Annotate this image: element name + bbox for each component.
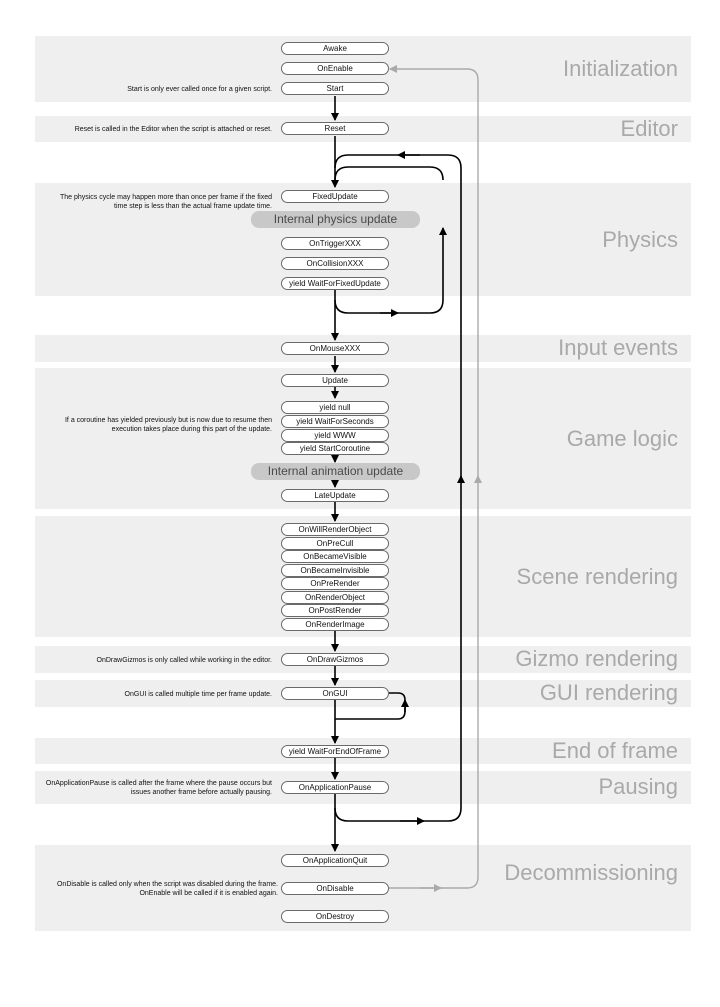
section-title-physics: Physics (602, 227, 678, 252)
section-title-game-logic: Game logic (566, 426, 678, 451)
step-on-pre-cull: OnPreCull (281, 537, 389, 550)
note-start: Start is only ever called once for a giv… (127, 86, 272, 93)
step-on-became-invisible: OnBecameInvisible (281, 564, 389, 577)
section-title-initialization: Initialization (563, 56, 678, 81)
step-on-render-image: OnRenderImage (281, 618, 389, 631)
section-title-gui-rendering: GUI rendering (539, 680, 678, 705)
step-yield-www: yield WWW (281, 429, 389, 442)
step-yield-fixed-update: yield WaitForFixedUpdate (281, 277, 389, 290)
step-awake: Awake (281, 42, 389, 55)
section-title-input-events: Input events (558, 335, 678, 360)
step-on-disable: OnDisable (281, 882, 389, 895)
step-on-application-pause: OnApplicationPause (281, 781, 389, 794)
step-reset: Reset (281, 122, 389, 135)
step-on-destroy: OnDestroy (281, 910, 389, 923)
step-on-will-render-object: OnWillRenderObject (281, 523, 389, 536)
note-disable: OnDisable is called only when the script… (56, 881, 278, 897)
step-yield-wait-for-end-of-frame: yield WaitForEndOfFrame (281, 745, 389, 758)
step-update: Update (281, 374, 389, 387)
step-on-gui: OnGUI (281, 687, 389, 700)
step-on-post-render: OnPostRender (281, 604, 389, 617)
step-on-draw-gizmos: OnDrawGizmos (281, 653, 389, 666)
step-fixed-update: FixedUpdate (281, 190, 389, 203)
note-physics: The physics cycle may happen more than o… (59, 194, 272, 210)
step-on-trigger: OnTriggerXXX (281, 237, 389, 250)
step-on-mouse: OnMouseXXX (281, 342, 389, 355)
step-late-update: LateUpdate (281, 489, 389, 502)
step-on-render-object: OnRenderObject (281, 591, 389, 604)
step-on-became-visible: OnBecameVisible (281, 550, 389, 563)
note-gizmos: OnDrawGizmos is only called while workin… (96, 657, 272, 664)
step-on-application-quit: OnApplicationQuit (281, 854, 389, 867)
section-title-end-of-frame: End of frame (552, 738, 678, 763)
note-coroutine: If a coroutine has yielded previously bu… (64, 417, 272, 433)
note-gui: OnGUI is called multiple time per frame … (124, 691, 272, 698)
step-start: Start (281, 82, 389, 95)
section-title-gizmo-rendering: Gizmo rendering (515, 646, 678, 671)
step-on-collision: OnCollisionXXX (281, 257, 389, 270)
step-yield-null: yield null (281, 401, 389, 414)
step-on-enable: OnEnable (281, 62, 389, 75)
internal-animation-update: Internal animation update (251, 463, 420, 480)
step-yield-start-coroutine: yield StartCoroutine (281, 442, 389, 455)
section-title-scene-rendering: Scene rendering (516, 564, 678, 589)
step-on-pre-render: OnPreRender (281, 577, 389, 590)
note-pause: OnApplicationPause is called after the f… (45, 780, 272, 796)
section-title-pausing: Pausing (598, 774, 678, 799)
note-reset: Reset is called in the Editor when the s… (74, 126, 272, 133)
internal-physics-update: Internal physics update (251, 211, 420, 228)
section-title-decommissioning: Decommissioning (504, 860, 678, 885)
section-title-editor: Editor (620, 116, 678, 141)
step-yield-wait-for-seconds: yield WaitForSeconds (281, 415, 389, 428)
